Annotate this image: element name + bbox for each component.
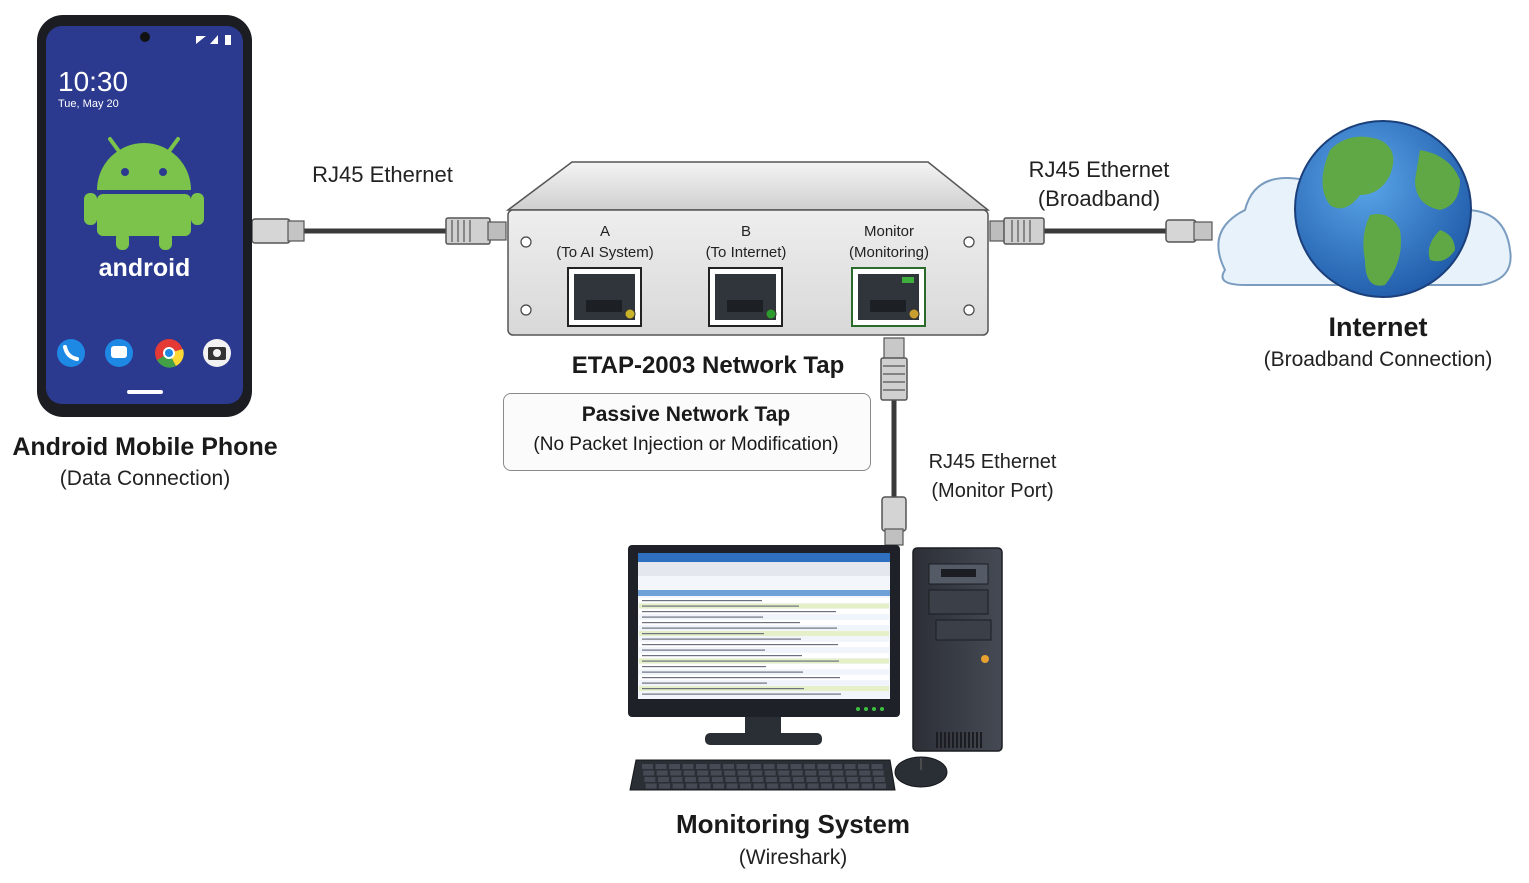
cable-tap-to-internet — [989, 217, 1213, 245]
cable-label-internet-1: RJ45 Ethernet — [1028, 157, 1170, 182]
port-b-jack — [708, 267, 783, 327]
pc-tower — [912, 547, 1003, 752]
port-b-label: B — [740, 223, 751, 240]
monitoring-subtitle: (Wireshark) — [738, 846, 848, 869]
port-monitor-jack — [851, 267, 926, 327]
port-monitor-sublabel: (Monitoring) — [848, 244, 930, 261]
port-b-sublabel: (To Internet) — [705, 244, 787, 261]
passive-tap-note-title: Passive Network Tap — [581, 403, 791, 426]
cable-label-phone: RJ45 Ethernet — [312, 162, 453, 187]
home-indicator — [127, 390, 163, 394]
status-icons — [196, 35, 231, 45]
phone-time: 10:30 — [58, 66, 129, 97]
phone-date: Tue, May 20 — [58, 98, 119, 110]
passive-tap-note-sub: (No Packet Injection or Modification) — [533, 434, 839, 455]
phone-title: Android Mobile Phone — [12, 433, 278, 461]
port-a-sublabel: (To AI System) — [556, 244, 654, 261]
port-a-jack — [567, 267, 642, 327]
keyboard-icon — [629, 759, 896, 791]
port-monitor-label: Monitor — [863, 223, 915, 240]
globe-icon — [1294, 120, 1472, 298]
phone-subtitle: (Data Connection) — [59, 467, 231, 490]
internet-subtitle: (Broadband Connection) — [1263, 348, 1493, 371]
android-robot-icon — [84, 137, 204, 250]
tap-name: ETAP-2003 Network Tap — [571, 352, 845, 379]
android-wordmark: android — [98, 254, 191, 282]
internet-title: Internet — [1328, 312, 1428, 342]
monitoring-computer — [628, 545, 1003, 791]
port-a-label: A — [599, 223, 610, 240]
monitor-display — [628, 545, 900, 745]
passive-tap-note — [503, 393, 871, 471]
cable-tap-to-monitor — [880, 337, 908, 546]
cable-label-monitor-1: RJ45 Ethernet — [928, 451, 1057, 473]
monitoring-title: Monitoring System — [675, 809, 910, 839]
cable-label-internet-2: (Broadband) — [1037, 186, 1161, 211]
phone-app-icon — [57, 339, 85, 367]
packet-list-rows — [639, 598, 889, 697]
android-phone — [37, 15, 252, 417]
cable-phone-to-tap — [251, 217, 507, 245]
app-dock — [57, 339, 231, 368]
network-tap-device — [505, 161, 991, 336]
screw-icons — [520, 236, 975, 316]
cable-label-monitor-2: (Monitor Port) — [931, 480, 1054, 502]
mouse-icon — [894, 756, 948, 788]
